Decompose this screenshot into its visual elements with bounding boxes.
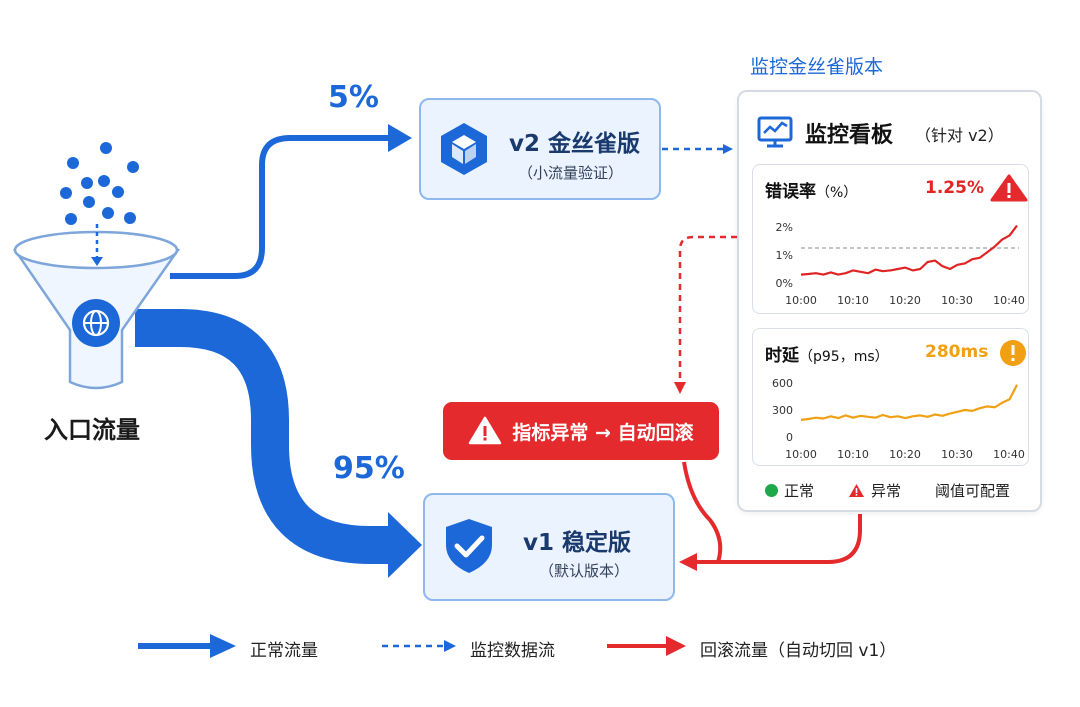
status-configurable: 阈值可配置 (935, 480, 1010, 501)
status-configurable-label: 阈值可配置 (935, 482, 1011, 500)
x-tick-label: 10:30 (941, 294, 973, 307)
alert-label: 指标异常 → 自动回滚 (512, 421, 694, 444)
y-tick-label: 1% (776, 249, 793, 262)
rollback-alert: 指标异常 → 自动回滚 (443, 402, 719, 460)
stable-version-box: v1 稳定版 （默认版本） (423, 493, 675, 601)
error-rate-title: 错误率（%） (765, 177, 857, 202)
latency-card: 时延（p95，ms） 280ms 600 300 0 10:00 10:10 10:20 1… (752, 328, 1029, 466)
alert-warning-icon (469, 416, 502, 445)
stable-percent-label: 95% (333, 451, 405, 486)
entry-traffic-label: 入口流量 (44, 416, 140, 444)
legend-monitor-arrowhead (444, 640, 456, 652)
x-tick-label: 10:20 (889, 294, 921, 307)
latency-unit: （p95，ms） (799, 349, 889, 365)
y-tick-label: 2% (776, 221, 793, 234)
error-rate-chart: 2% 1% 0% 10:00 10:10 10:20 10:30 10:40 (776, 221, 1025, 307)
canary-title: v2 金丝雀版 (509, 131, 641, 157)
legend-normal-label: 正常流量 (250, 641, 318, 661)
x-tick-label: 10:00 (785, 448, 817, 461)
legend-rollback-label: 回滚流量（自动切回 v1） (700, 641, 897, 661)
x-tick-label: 10:10 (837, 294, 869, 307)
panel-target: （针对 v2） (915, 126, 1004, 145)
canary-percent-label: 5% (328, 80, 379, 115)
stable-flow-band (135, 309, 392, 564)
funnel-intake-arrowhead (91, 257, 103, 266)
y-tick-label: 300 (772, 404, 793, 417)
series-line (800, 384, 1018, 421)
y-tick-label: 0% (776, 277, 793, 290)
legend-monitor-label: 监控数据流 (470, 641, 555, 661)
canary-flow-line (170, 135, 390, 279)
error-rate-card: 错误率（%） 1.25% 2% 1% 0% 10:00 10:10 10:20 10:30 1… (752, 164, 1029, 314)
latency-title-text: 时延 (765, 346, 799, 366)
y-tick-label: 600 (772, 377, 793, 390)
rollback-line-from-panel (695, 514, 862, 564)
traffic-dots (60, 142, 139, 225)
legend-normal-arrowhead (210, 634, 236, 658)
canary-flow-arrowhead (388, 124, 412, 152)
caution-icon (1000, 340, 1026, 366)
rollback-arrowhead (679, 553, 697, 571)
rollback-line-from-alert (682, 461, 723, 563)
error-rate-value: 1.25% (925, 178, 984, 198)
x-tick-label: 10:10 (837, 448, 869, 461)
panel-title: 监控看板 (805, 123, 894, 148)
monitor-dashboard-panel: 监控看板 （针对 v2） 错误率（%） 1.25% 2% 1% 0% 10:00 10:… (737, 90, 1042, 512)
legend-rollback-arrowhead (666, 636, 686, 656)
status-abnormal-label: 异常 (871, 482, 902, 500)
x-tick-label: 10:40 (993, 294, 1025, 307)
latency-chart: 600 300 0 10:00 10:10 10:20 10:30 10:40 (772, 377, 1025, 461)
stable-flow-arrowhead (388, 512, 422, 578)
y-tick-label: 0 (786, 431, 793, 444)
error-rate-unit: （%） (816, 185, 858, 201)
series-line (800, 224, 1018, 276)
monitor-data-arrowhead (723, 144, 733, 154)
stable-title: v1 稳定版 (523, 530, 632, 556)
green-dot-icon (765, 484, 778, 497)
latency-value: 280ms (925, 342, 989, 362)
stable-subtitle: （默认版本） (539, 562, 630, 580)
x-tick-label: 10:20 (889, 448, 921, 461)
latency-title: 时延（p95，ms） (765, 341, 889, 366)
status-normal-label: 正常 (784, 482, 815, 500)
canary-subtitle: （小流量验证） (518, 164, 624, 182)
warning-icon (990, 174, 1028, 202)
status-normal: 正常 (765, 480, 814, 501)
alert-trigger-line (678, 235, 737, 382)
alert-trigger-arrowhead (674, 382, 686, 394)
x-tick-label: 10:40 (993, 448, 1025, 461)
x-tick-label: 10:30 (941, 448, 973, 461)
x-tick-label: 10:00 (785, 294, 817, 307)
warning-small-icon (849, 484, 864, 497)
status-abnormal: 异常 (848, 480, 901, 501)
monitor-chart-icon (757, 116, 793, 148)
shield-check-icon (446, 519, 492, 573)
canary-version-box: v2 金丝雀版 （小流量验证） (419, 98, 661, 200)
cube-icon (441, 123, 487, 175)
monitor-caption: 监控金丝雀版本 (750, 56, 884, 78)
error-rate-title-text: 错误率 (765, 182, 816, 202)
